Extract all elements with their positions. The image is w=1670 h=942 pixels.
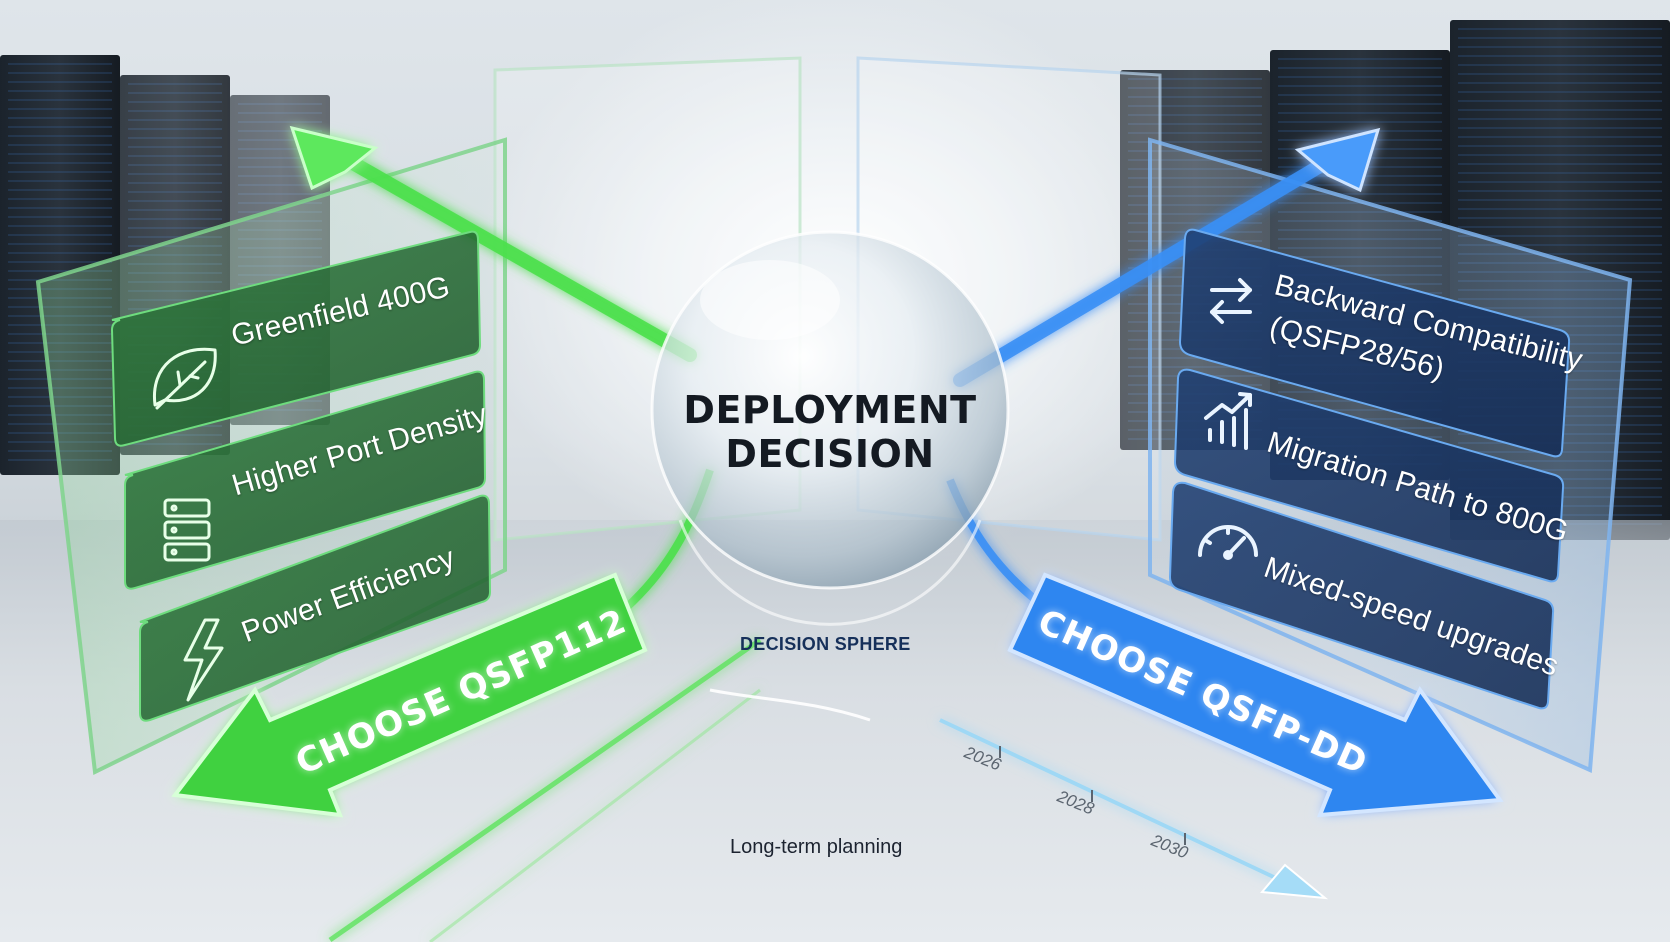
speedometer-icon xyxy=(1198,525,1258,560)
server-stack-icon xyxy=(163,498,211,562)
sphere-title: DEPLOYMENT DECISION xyxy=(680,388,980,476)
planning-swoosh xyxy=(709,688,871,722)
card-backward-compatibility xyxy=(1178,228,1571,458)
swap-arrows-icon xyxy=(1210,278,1252,324)
card-migration-path xyxy=(1173,368,1565,583)
blue-up-arrowhead xyxy=(1294,127,1381,193)
bottom-caption: Long-term planning xyxy=(730,836,903,858)
lightning-icon xyxy=(183,618,224,702)
timeline-axis xyxy=(939,718,1281,882)
growth-chart-icon xyxy=(1204,392,1252,450)
card-power-efficiency xyxy=(139,494,492,722)
decision-sphere xyxy=(650,230,1010,626)
sphere-title-line1: DEPLOYMENT xyxy=(683,388,977,432)
sphere-title-line2: DECISION xyxy=(725,432,935,476)
choose-qsfp112-arrow xyxy=(171,572,648,818)
leaf-icon xyxy=(152,347,217,410)
sphere-caption: DECISION SPHERE xyxy=(740,634,911,654)
green-up-arrowhead xyxy=(289,125,379,191)
timeline-arrowhead xyxy=(1259,863,1329,900)
card-mixed-speed-upgrades xyxy=(1168,481,1555,710)
choose-qsfp-dd-arrow xyxy=(1007,572,1504,818)
card-greenfield-400g xyxy=(110,230,482,447)
card-higher-port-density xyxy=(124,370,487,590)
